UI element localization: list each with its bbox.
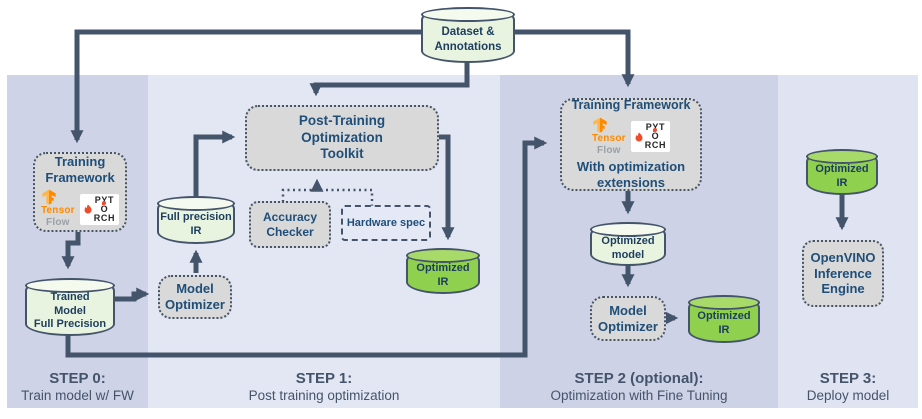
- pytorch-flame-icon: [84, 204, 92, 214]
- step1-label: STEP 1: Post training optimization: [248, 370, 400, 403]
- trained-model-cylinder: Trained Model Full Precision: [25, 278, 115, 336]
- accuracy-checker-box: Accuracy Checker: [249, 201, 331, 248]
- optimized-model-cylinder: Optimized model: [590, 222, 666, 266]
- tensorflow-icon: [42, 189, 56, 205]
- model-optimizer-box-step2: Model Optimizer: [590, 296, 666, 341]
- dataset-annotations-cylinder: Dataset & Annotations: [421, 7, 515, 63]
- openvino-inference-engine-box: OpenVINO Inference Engine: [802, 240, 884, 307]
- training-framework-title: Training: [54, 154, 106, 170]
- optimized-ir-cylinder-step3: Optimized IR: [806, 149, 878, 195]
- pytorch-flame-icon: [635, 132, 643, 142]
- step2-label: STEP 2 (optional): Optimization with Fin…: [550, 370, 728, 403]
- step3-label: STEP 3: Deploy model: [806, 370, 890, 403]
- optimized-ir-cylinder-step2: Optimized IR: [688, 295, 760, 343]
- step0-column: [7, 75, 148, 408]
- full-precision-ir-cylinder: Full precision IR: [157, 196, 235, 244]
- step0-label: STEP 0: Train model w/ FW: [21, 370, 134, 403]
- post-training-optimization-toolkit-box: Post-Training Optimization Toolkit: [245, 105, 439, 171]
- hardware-spec-box: Hardware spec: [341, 205, 431, 241]
- tensorflow-icon: [593, 117, 607, 133]
- dataset-label: Dataset &: [441, 26, 495, 39]
- optimized-ir-cylinder-step1: Optimized IR: [406, 248, 480, 294]
- model-optimizer-box-step1: Model Optimizer: [158, 275, 232, 319]
